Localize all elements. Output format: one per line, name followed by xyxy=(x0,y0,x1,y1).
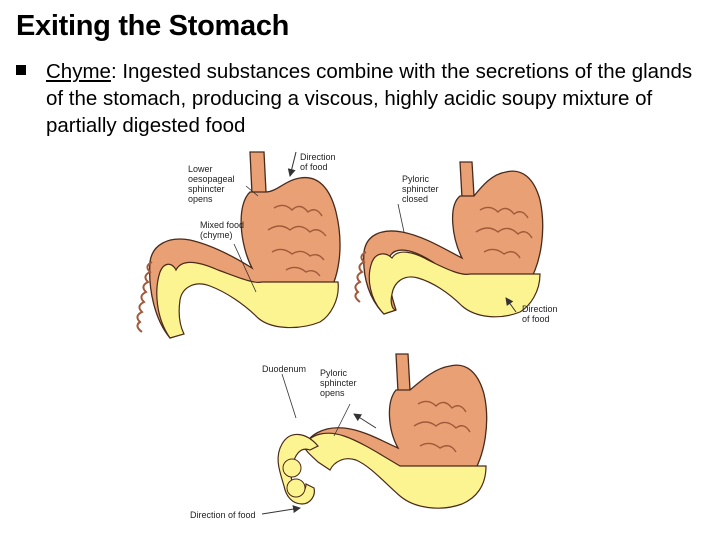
esophagus xyxy=(459,161,475,199)
chyme-definition: Ingested substances combine with the sec… xyxy=(46,60,693,137)
rugae xyxy=(267,204,327,277)
panel-2-stomach xyxy=(354,161,544,318)
rugae xyxy=(413,400,471,453)
bullet-text: Chyme: Ingested substances combine with … xyxy=(46,58,706,139)
duodenum-coils xyxy=(136,261,153,333)
duodenum-bulge xyxy=(282,458,302,478)
chyme-fill xyxy=(368,251,541,318)
sphincter-pointer xyxy=(333,403,351,437)
bullet-item: Chyme: Ingested substances combine with … xyxy=(16,58,706,139)
chyme-term: Chyme xyxy=(46,60,111,83)
direction-arrow xyxy=(505,297,517,313)
sphincter-pointer xyxy=(245,185,259,197)
panel2-direction-label: Direction of food xyxy=(522,304,560,324)
direction-arrow xyxy=(261,505,301,515)
slide-title: Exiting the Stomach xyxy=(16,10,290,42)
esophagus xyxy=(395,353,411,393)
panel3-sphincter-label: Pyloric sphincter opens xyxy=(320,368,359,398)
duodenum-coils xyxy=(354,251,367,303)
food-movement-arrow xyxy=(353,413,377,429)
sphincter-pointer xyxy=(397,203,405,233)
duodenum-bulge xyxy=(286,478,306,498)
chyme-fill xyxy=(156,261,339,339)
panel-3-stomach xyxy=(261,353,488,515)
panel-1-stomach xyxy=(136,151,341,339)
panel1-sphincter-label: Lower oesopageal sphincter opens xyxy=(188,164,237,204)
esophagus xyxy=(249,151,267,195)
panel1-chyme-label: Mixed food (chyme) xyxy=(200,220,247,240)
chyme-fill xyxy=(303,432,487,509)
square-bullet-icon xyxy=(16,65,26,75)
panel3-direction-label: Direction of food xyxy=(190,510,256,520)
chyme-pointer xyxy=(233,243,257,293)
panel2-sphincter-label: Pyloric sphincter closed xyxy=(402,174,441,204)
rugae xyxy=(475,206,533,259)
direction-arrow xyxy=(287,151,297,177)
term-colon: : xyxy=(110,60,117,83)
duodenum-pointer xyxy=(281,373,297,419)
panel1-direction-label: Direction of food xyxy=(300,152,338,172)
panel3-duodenum-label: Duodenum xyxy=(262,364,306,374)
